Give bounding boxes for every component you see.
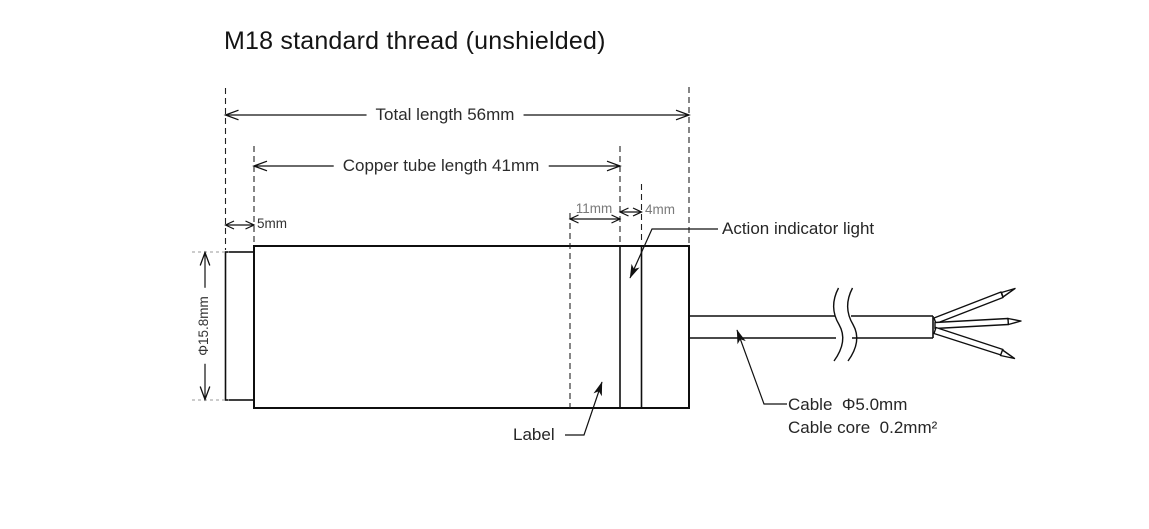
sensor-head [224,251,255,401]
wire-tip [999,349,1016,360]
wire-strands-group [933,287,1022,360]
cable-break-symbol [846,287,858,362]
annotation-action-indicator-light: Action indicator light [722,219,875,238]
annotation-label: Label [513,425,555,444]
dimension-text-copper-tube: Copper tube length 41mm [333,156,549,176]
wire-strand [933,326,1004,356]
annotation-cable-diameter: Cable Φ5.0mm [788,395,908,414]
dimension-text-11mm: 11mm [575,201,613,217]
page-title: M18 standard thread (unshielded) [224,27,606,55]
cable-group [689,287,934,362]
leader-label [565,381,603,436]
leader-cable [736,329,787,405]
sensor-body-group [224,245,690,409]
wire-tip [1007,317,1022,326]
leader-lines-group [565,228,787,436]
annotation-cable-core: Cable core 0.2mm² [788,418,938,437]
dimension-text-diameter: Φ15.8mm [196,288,212,364]
wire-tip [1000,287,1016,298]
leader-action-indicator [629,228,718,279]
dimension-text-4mm: 4mm [645,202,675,218]
dimension-text-total-length: Total length 56mm [366,105,524,125]
cable-break-symbol [832,287,844,362]
diameter-ticks-group [192,251,229,401]
dimension-text-5mm: 5mm [257,216,287,232]
sensor-main-body [253,245,690,409]
